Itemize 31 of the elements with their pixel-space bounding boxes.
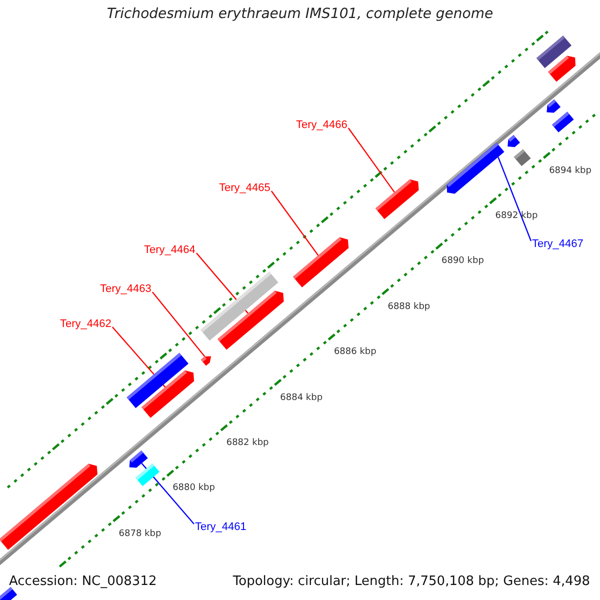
leader-line	[498, 156, 532, 242]
chart-title: Trichodesmium erythraeum IMS101, complete genome	[106, 6, 494, 22]
genome-stats-text: Topology: circular; Length: 7,750,108 bp; Genes: 4,498	[232, 574, 590, 589]
scale-label: 6890 kbp	[442, 256, 484, 266]
gene-label: Tery_4465	[219, 182, 270, 194]
gene-feature	[129, 450, 148, 468]
leader-line	[270, 190, 319, 256]
gene-label: Tery_4462	[60, 318, 112, 330]
scale-label: 6884 kbp	[280, 392, 323, 403]
gene-feature	[375, 179, 419, 220]
gene-label: Tery_4467	[532, 238, 584, 250]
leader-line	[152, 292, 206, 357]
gene-feature	[218, 290, 284, 350]
scale-label: 6892 kbp	[495, 210, 538, 221]
accession-text: Accession: NC_008312	[9, 574, 157, 589]
leader-line	[348, 128, 395, 193]
gene-label: Tery_4463	[100, 283, 152, 295]
gene-feature	[142, 370, 194, 418]
leader-line	[141, 462, 194, 524]
scale-label: 6880 kbp	[172, 483, 215, 494]
scale-label: 6878 kbp	[118, 528, 162, 539]
scale-label: 6888 kbp	[388, 302, 430, 312]
gene-feature	[446, 142, 504, 194]
gene-label: Tery_4461	[195, 521, 246, 533]
scale-label: 6882 kbp	[226, 438, 269, 448]
gene-label: Tery_4464	[144, 244, 196, 256]
gene-feature	[200, 356, 212, 366]
gene-feature	[293, 237, 349, 288]
scale-label: 6886 kbp	[334, 347, 376, 358]
scale-label: 6894 kbp	[549, 166, 592, 176]
gene-label: Tery_4466	[296, 119, 348, 131]
